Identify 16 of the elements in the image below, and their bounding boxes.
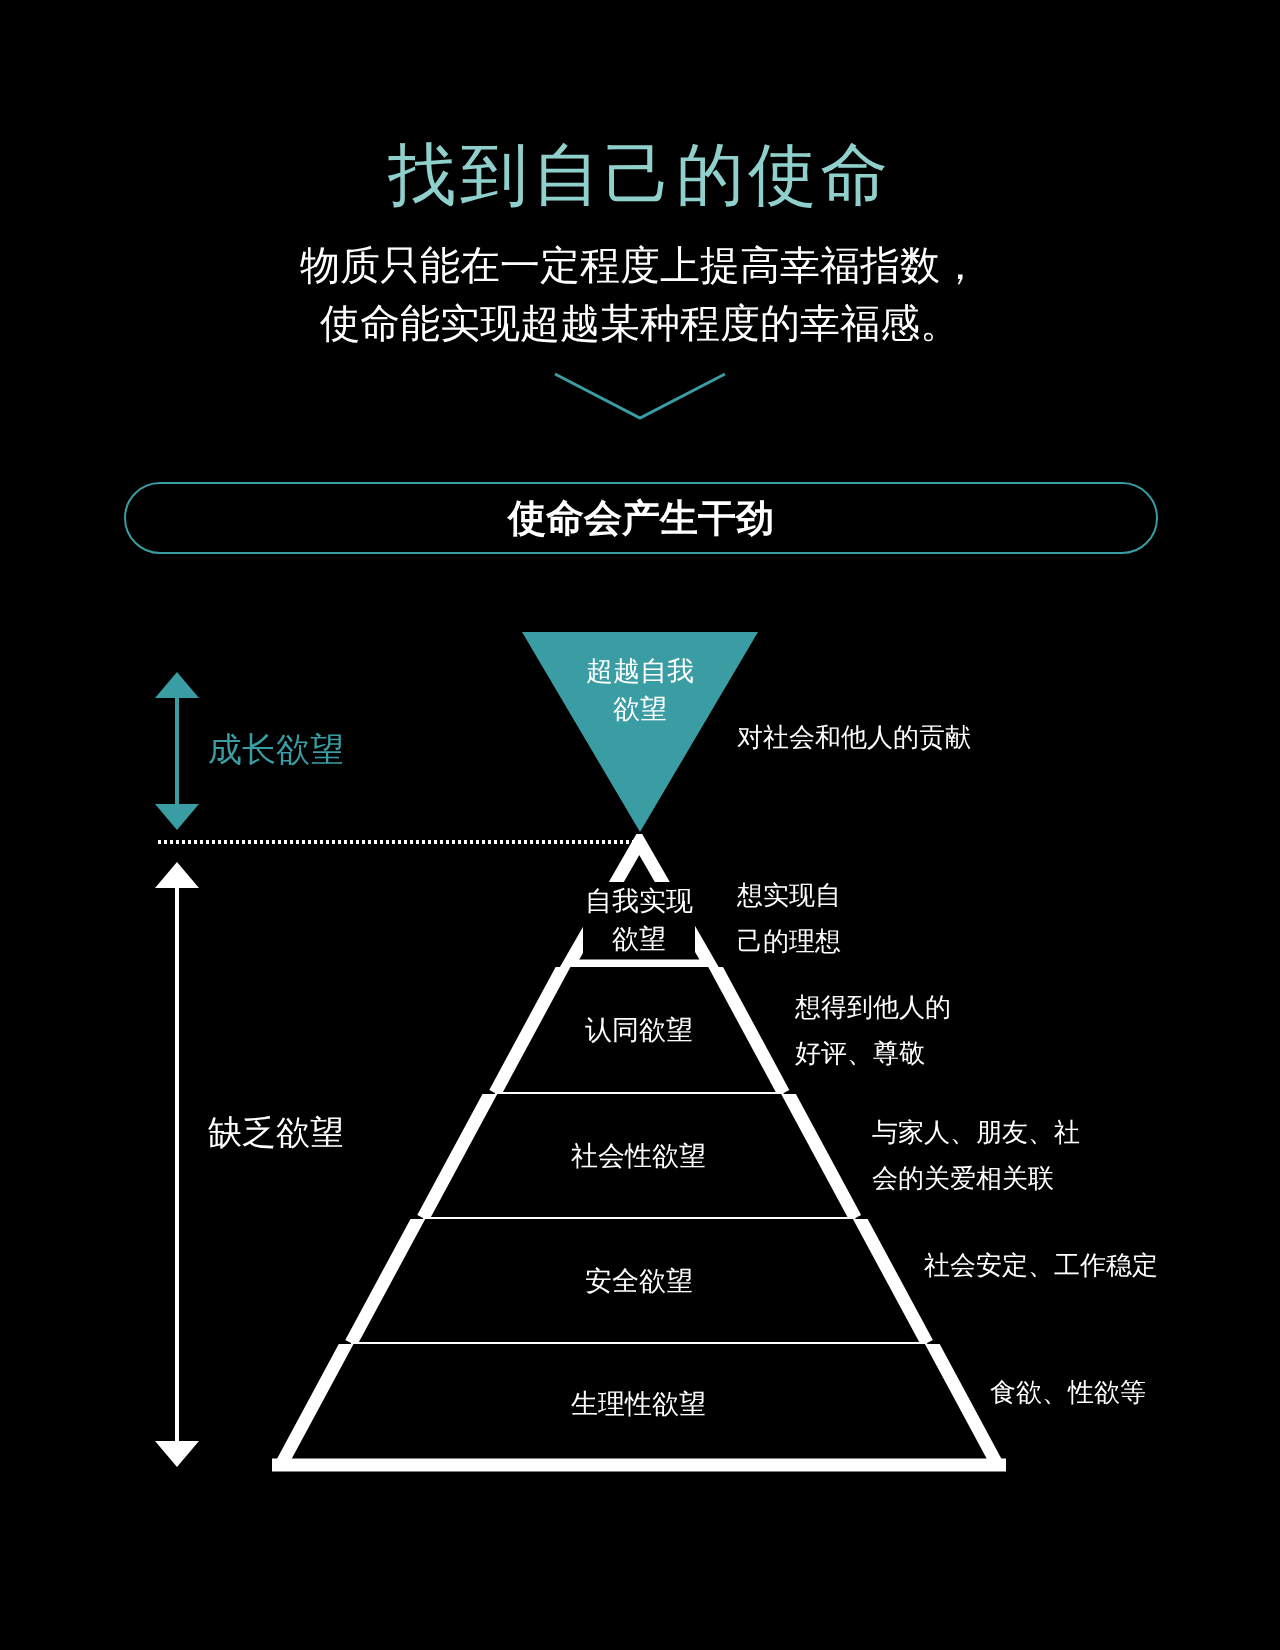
level-description: 食欲、性欲等 [990,1376,1147,1409]
level-label: 社会性欲望 [570,1138,708,1173]
level-description: 社会安定、工作稳定 [924,1249,1159,1282]
level-description: 想实现自己的理想 [737,879,842,958]
level-description: 想得到他人的好评、尊敬 [795,991,952,1070]
side-label: 成长欲望 [208,728,344,771]
level-label: 认同欲望 [584,1012,694,1047]
level-label: 安全欲望 [584,1263,694,1298]
banner-title: 使命会产生干劲 [508,494,774,542]
title: 找到自己的使命 [387,134,893,216]
level-description: 对社会和他人的贡献 [737,721,972,754]
side-label: 缺乏欲望 [208,1111,344,1154]
level-description: 与家人、朋友、社会的关爱相关联 [872,1116,1081,1195]
level-label: 生理性欲望 [570,1387,708,1421]
level-label: 超越自我欲望 [585,654,695,726]
subtitle: 物质只能在一定程度上提高幸福指数，使命能实现超越某种程度的幸福感。 [299,241,981,348]
